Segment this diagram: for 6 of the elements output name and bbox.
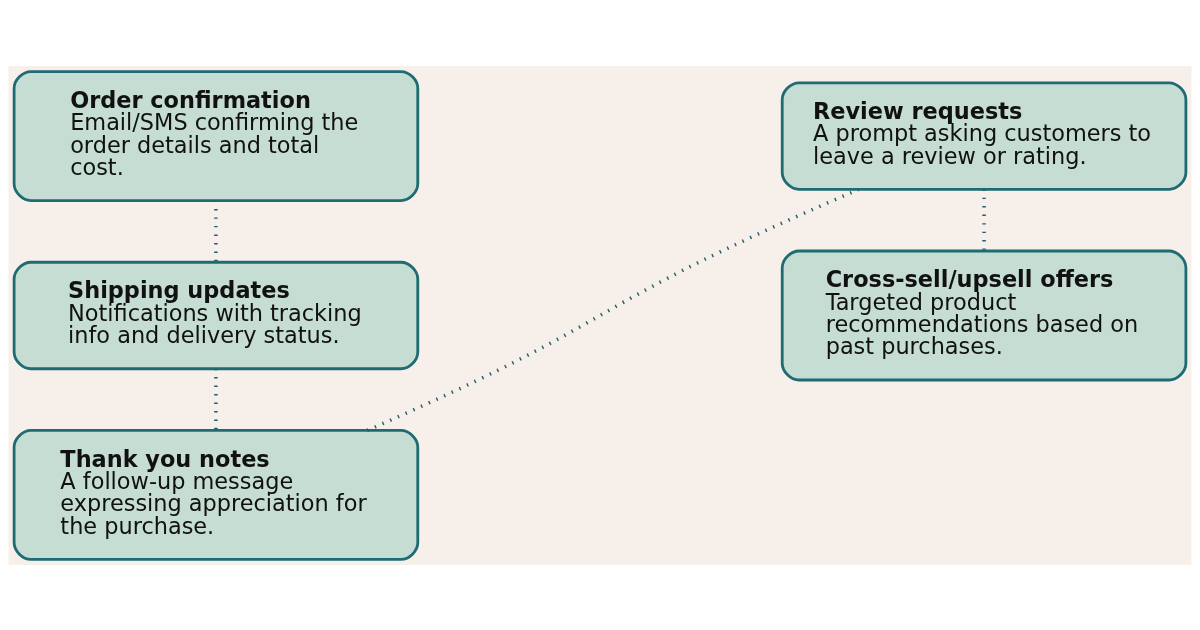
- node-box: Cross-sell/upsell offers Targeted product recommendations based on past purchases.: [780, 249, 1188, 381]
- node-box: Shipping updates Notifications with tracking info and delivery status.: [12, 260, 420, 370]
- node-box: Order confirmation Email/SMS confirming the order details and total cost.: [12, 69, 420, 202]
- node-box: Thank you notes A follow-up message expressing appreciation for the purchase.: [12, 428, 420, 561]
- connector: [366, 187, 860, 432]
- node-box: Review requests A prompt asking customers to leave a review or rating.: [780, 80, 1188, 191]
